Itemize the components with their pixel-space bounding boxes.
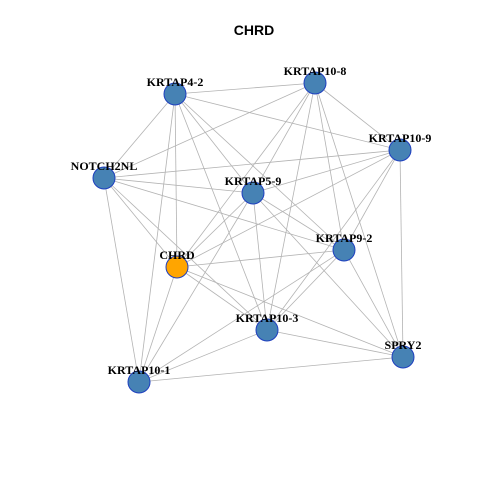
node-krtap10-3[interactable]: KRTAP10-3: [236, 311, 299, 342]
edge-chrd-spry2: [176, 266, 404, 358]
node-label: SPRY2: [385, 338, 422, 352]
edge-krtap4-2-notch2nl: [103, 93, 176, 179]
node-label: KRTAP9-2: [316, 231, 373, 245]
node-circle[interactable]: [388, 138, 412, 162]
edge-krtap10-8-krtap10-3: [266, 82, 316, 331]
node-spry2[interactable]: SPRY2: [385, 338, 422, 369]
node-circle[interactable]: [303, 71, 327, 95]
edge-krtap10-9-chrd: [176, 149, 401, 268]
edge-krtap10-8-krtap9-2: [314, 82, 345, 251]
edge-krtap4-2-krtap10-9: [174, 93, 401, 151]
edge-krtap10-8-spry2: [314, 82, 404, 358]
edge-krtap5-9-krtap10-1: [138, 192, 254, 383]
edge-chrd-krtap10-1: [138, 266, 178, 383]
edge-notch2nl-chrd: [103, 177, 178, 268]
edge-spry2-krtap10-1: [138, 356, 404, 383]
diagram-title: CHRD: [234, 22, 274, 38]
edge-notch2nl-krtap9-2: [103, 177, 345, 251]
node-krtap10-1[interactable]: KRTAP10-1: [108, 363, 171, 394]
edge-krtap10-9-spry2: [399, 149, 404, 358]
edge-krtap4-2-chrd: [174, 93, 178, 268]
node-krtap5-9[interactable]: KRTAP5-9: [225, 174, 282, 205]
node-circle[interactable]: [165, 255, 189, 279]
node-label: CHRD: [159, 248, 195, 262]
edge-krtap10-9-krtap9-2: [343, 149, 401, 251]
edge-krtap5-9-chrd: [176, 192, 254, 268]
node-circle[interactable]: [332, 238, 356, 262]
node-label: KRTAP5-9: [225, 174, 282, 188]
node-label: NOTCH2NL: [71, 159, 138, 173]
edge-krtap4-2-krtap10-3: [174, 93, 268, 331]
edge-krtap4-2-krtap10-8: [174, 82, 316, 95]
edge-krtap10-8-chrd: [176, 82, 316, 268]
edge-krtap10-9-krtap5-9: [252, 149, 401, 194]
edge-krtap9-2-krtap10-3: [266, 249, 345, 331]
node-krtap10-8[interactable]: KRTAP10-8: [284, 64, 347, 95]
edge-krtap10-8-notch2nl: [103, 82, 316, 179]
node-chrd[interactable]: CHRD: [159, 248, 195, 279]
edge-notch2nl-krtap10-1: [103, 177, 140, 383]
edge-krtap4-2-krtap5-9: [174, 93, 254, 194]
node-krtap9-2[interactable]: KRTAP9-2: [316, 231, 373, 262]
node-label: KRTAP10-3: [236, 311, 299, 325]
node-krtap10-9[interactable]: KRTAP10-9: [369, 131, 432, 162]
edge-krtap10-8-krtap5-9: [252, 82, 316, 194]
node-label: KRTAP10-1: [108, 363, 171, 377]
edge-krtap9-2-spry2: [343, 249, 404, 358]
node-circle[interactable]: [163, 82, 187, 106]
node-krtap4-2[interactable]: KRTAP4-2: [147, 75, 204, 106]
node-label: KRTAP4-2: [147, 75, 204, 89]
edge-chrd-krtap10-3: [176, 266, 268, 331]
edge-krtap5-9-spry2: [252, 192, 404, 358]
edge-krtap5-9-krtap9-2: [252, 192, 345, 251]
node-circle[interactable]: [255, 318, 279, 342]
node-circle[interactable]: [241, 181, 265, 205]
edge-krtap10-3-spry2: [266, 329, 404, 358]
node-notch2nl[interactable]: NOTCH2NL: [71, 159, 138, 190]
node-label: KRTAP10-9: [369, 131, 432, 145]
edge-krtap10-3-krtap10-1: [138, 329, 268, 383]
node-circle[interactable]: [127, 370, 151, 394]
edge-layer: [103, 82, 404, 383]
edge-krtap10-8-krtap10-9: [314, 82, 401, 151]
edge-krtap4-2-krtap9-2: [174, 93, 345, 251]
node-circle[interactable]: [92, 166, 116, 190]
edge-notch2nl-krtap5-9: [103, 177, 254, 194]
edge-krtap9-2-chrd: [176, 249, 345, 268]
edge-krtap10-9-krtap10-3: [266, 149, 401, 331]
node-label: KRTAP10-8: [284, 64, 347, 78]
edge-krtap5-9-krtap10-3: [252, 192, 268, 331]
edge-krtap10-9-notch2nl: [103, 149, 401, 179]
edge-krtap9-2-krtap10-1: [138, 249, 345, 383]
edge-notch2nl-krtap10-3: [103, 177, 268, 331]
node-circle[interactable]: [391, 345, 415, 369]
edge-krtap4-2-krtap10-1: [138, 93, 176, 383]
